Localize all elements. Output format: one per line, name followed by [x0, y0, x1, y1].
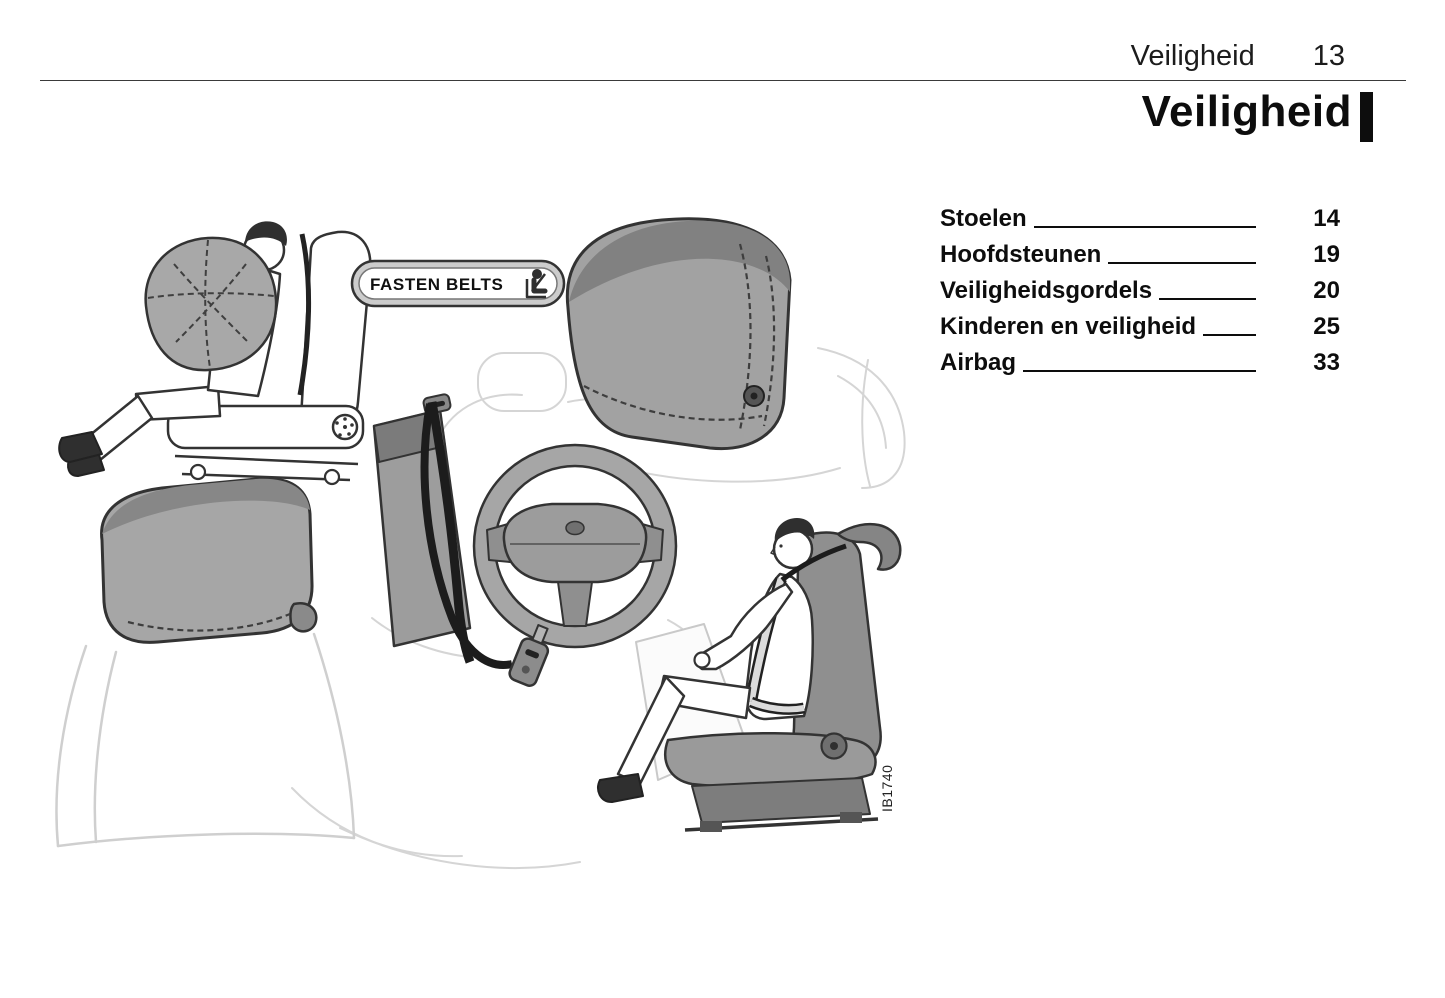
- toc-entry-page: 14: [1313, 205, 1340, 232]
- seated-driver-illustration: [597, 518, 902, 832]
- background-interior-sketch: [291, 347, 906, 869]
- toc-leader-line: [1023, 370, 1256, 372]
- toc-entry: Stoelen 14: [940, 197, 1340, 233]
- safety-illustration: FASTEN BELTS: [55, 217, 906, 869]
- toc-leader-line: [1033, 226, 1256, 228]
- seatbelt-person-icon: [525, 269, 548, 299]
- toc-leader-line: [1203, 334, 1256, 336]
- fasten-belts-badge: FASTEN BELTS: [350, 259, 566, 308]
- b-pillar-seatbelt-illustration: [372, 393, 513, 669]
- toc-entry-page: 19: [1313, 241, 1340, 268]
- steering-wheel-illustration: [472, 443, 678, 649]
- rear-headrest-illustration: [55, 477, 356, 848]
- toc-entry: Kinderen en veiligheid 25: [940, 305, 1340, 341]
- running-header-page-number: 13: [1312, 40, 1345, 72]
- toc-entry-label: Veiligheidsgordels: [940, 277, 1153, 304]
- airbag-person-illustration: [58, 221, 372, 486]
- toc-entry-page: 25: [1313, 313, 1340, 340]
- seatbelt-buckle-illustration: [508, 624, 550, 687]
- safety-overview-figure: FASTEN BELTS: [40, 190, 920, 870]
- toc-entry: Airbag 33: [940, 341, 1340, 377]
- front-headrest-illustration: [565, 217, 792, 451]
- toc-entry-label: Airbag: [940, 349, 1017, 376]
- fasten-belts-label: FASTEN BELTS: [370, 275, 503, 294]
- toc-entry-page: 33: [1313, 349, 1340, 376]
- table-of-contents: Stoelen 14 Hoofdsteunen 19 Veiligheidsgo…: [940, 197, 1340, 377]
- toc-entry: Veiligheidsgordels 20: [940, 269, 1340, 305]
- running-header: Veiligheid 13: [1131, 40, 1345, 73]
- chapter-title: Veiligheid: [1141, 87, 1352, 136]
- toc-entry-label: Hoofdsteunen: [940, 241, 1102, 268]
- toc-leader-line: [1159, 298, 1256, 300]
- figure-code-label: IB1740: [879, 765, 895, 812]
- toc-entry-label: Stoelen: [940, 205, 1027, 232]
- header-rule: [40, 80, 1406, 81]
- toc-entry-label: Kinderen en veiligheid: [940, 313, 1197, 340]
- chapter-title-marker: [1360, 92, 1373, 142]
- toc-entry: Hoofdsteunen 19: [940, 233, 1340, 269]
- running-header-section: Veiligheid: [1130, 40, 1255, 72]
- toc-entry-page: 20: [1313, 277, 1340, 304]
- toc-leader-line: [1108, 262, 1256, 264]
